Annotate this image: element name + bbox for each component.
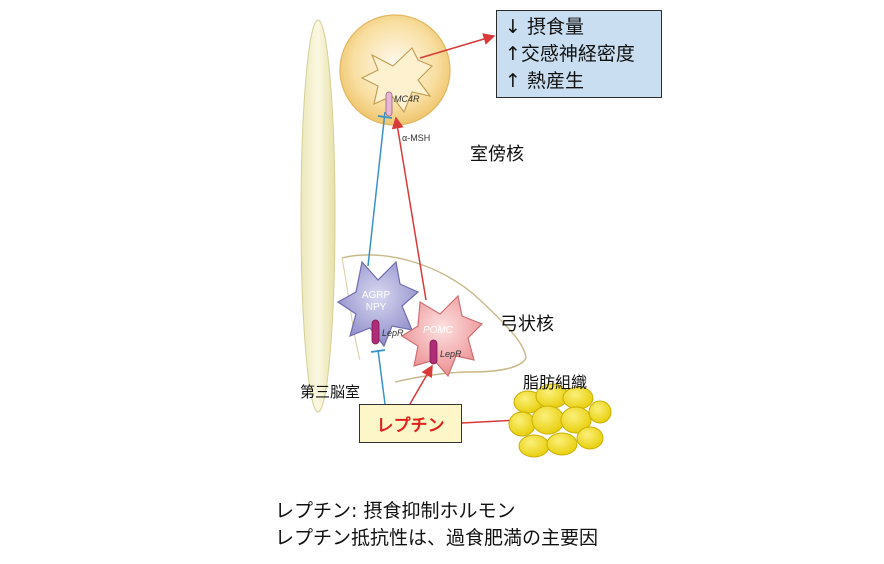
mc4r-label: MC4R bbox=[394, 94, 420, 104]
pomc-to-mc4r-arrow bbox=[391, 116, 427, 301]
arcuate-label: 弓状核 bbox=[500, 314, 554, 335]
effect-food-intake: ↓ 摂食量 bbox=[505, 16, 584, 38]
effect-thermogenesis: ↑ 熱産生 bbox=[505, 70, 584, 92]
lepr-receptor-agrp bbox=[371, 319, 380, 345]
leptin-label: レプチン bbox=[376, 416, 445, 436]
lepr-receptor-pomc bbox=[429, 339, 438, 365]
adipose-label: 脂肪組織 bbox=[523, 373, 588, 392]
mc4r-receptor bbox=[385, 91, 393, 117]
pomc-label: POMC bbox=[423, 325, 454, 336]
pvn-label: 室傍核 bbox=[470, 144, 524, 165]
agrp-label: AGRP bbox=[362, 290, 391, 301]
agrp-to-mc4r-inhibit bbox=[367, 111, 386, 267]
leptin-to-pomc-arrow bbox=[409, 364, 433, 405]
arcuate-nucleus-outline bbox=[341, 254, 527, 383]
pomc-cell bbox=[400, 294, 484, 378]
third-ventricle-shape bbox=[300, 19, 336, 413]
leptin-box: レプチン bbox=[359, 404, 462, 443]
third-ventricle-label: 第三脳室 bbox=[300, 383, 361, 401]
npy-label: NPY bbox=[366, 302, 387, 313]
effects-box: ↓ 摂食量 ↑交感神経密度 ↑ 熱産生 bbox=[496, 10, 662, 98]
alpha-msh-label: α-MSH bbox=[402, 133, 430, 143]
adipose-cluster bbox=[508, 383, 612, 458]
effect-sympathetic: ↑交感神経密度 bbox=[505, 43, 635, 65]
agrp-npy-cell bbox=[336, 260, 420, 348]
lepr-label-agrp: LepR bbox=[382, 328, 404, 338]
adipose-to-leptin-line bbox=[461, 419, 519, 424]
leptin-to-agrp-inhibit bbox=[377, 349, 386, 405]
lepr-label-pomc: LepR bbox=[440, 349, 462, 359]
mc4r-to-effects-arrow bbox=[419, 33, 496, 59]
pvn-neuron-body bbox=[360, 47, 433, 114]
caption-line-1: レプチン: 摂食抑制ホルモン bbox=[275, 500, 516, 522]
caption-line-2: レプチン抵抗性は、過食肥満の主要因 bbox=[275, 527, 599, 549]
